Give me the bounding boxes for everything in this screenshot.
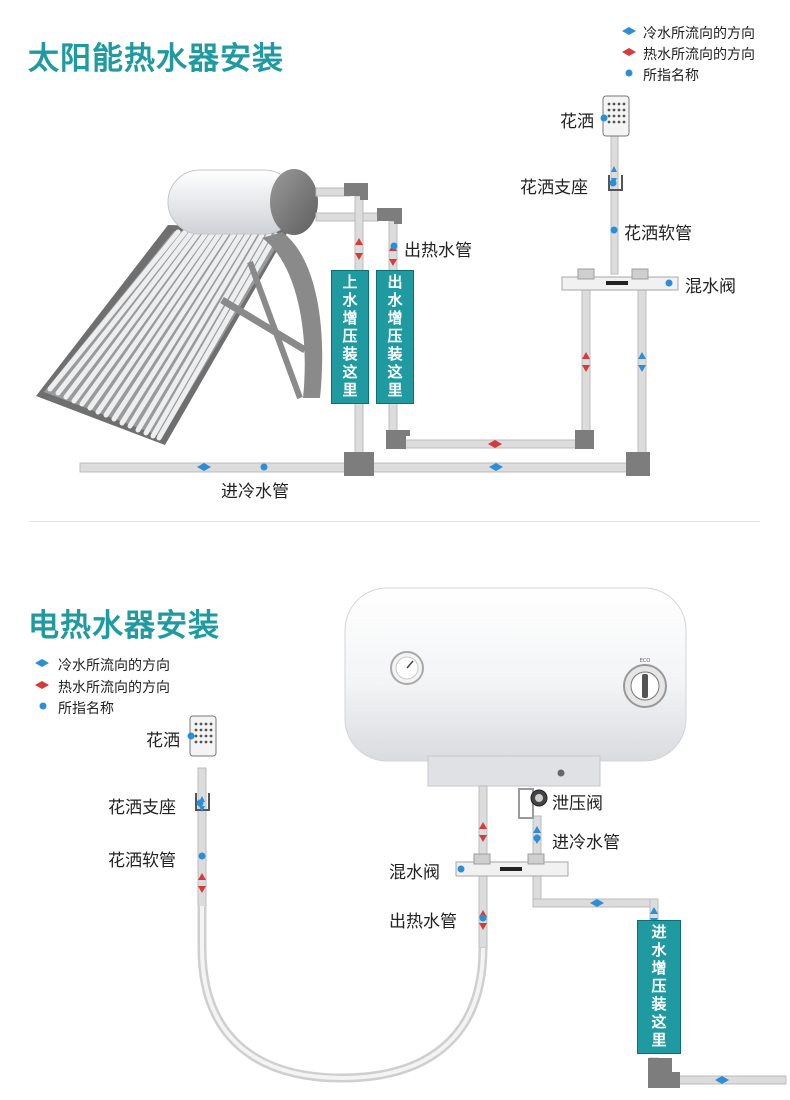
electric-legend-dot: 所指名称 <box>58 701 114 717</box>
electric-inlet-booster-text: 进水增压装这里 <box>649 924 668 1050</box>
electric-legend-icons <box>35 659 49 710</box>
electric-inlet-booster-box: 进水增压装这里 <box>637 920 681 1054</box>
solar-stand <box>262 232 323 398</box>
solar-label-shower-hose: 花洒软管 <box>624 224 692 244</box>
solar-legend-icons <box>622 27 636 77</box>
svg-text:ECO: ECO <box>640 658 651 664</box>
electric-name-dots <box>187 732 541 922</box>
solar-label-hot-out-pipe: 出热水管 <box>404 241 472 261</box>
solar-name-dots <box>260 114 673 471</box>
electric-label-shower-holder: 花洒支座 <box>108 798 176 818</box>
solar-outlet-booster-text: 出水增压装这里 <box>385 274 404 400</box>
solar-legend-cold: 冷水所流向的方向 <box>643 26 755 42</box>
electric-legend-hot: 热水所流向的方向 <box>58 680 170 696</box>
solar-legend-dot: 所指名称 <box>643 68 699 84</box>
solar-label-shower: 花洒 <box>560 112 594 132</box>
electric-pipes <box>197 767 787 1085</box>
solar-label-mixing-valve: 混水阀 <box>685 277 736 297</box>
solar-outlet-booster-box: 出水增压装这里 <box>376 270 414 404</box>
electric-heater: ECO <box>344 587 687 787</box>
solar-mixing-valve <box>561 268 679 291</box>
solar-upper-booster-text: 上水增压装这里 <box>340 274 359 400</box>
solar-label-shower-holder: 花洒支座 <box>520 178 588 198</box>
electric-legend-cold: 冷水所流向的方向 <box>58 658 170 674</box>
inlet-elbow-fitting <box>648 1058 680 1088</box>
electric-label-shower: 花洒 <box>146 731 180 751</box>
solar-tubes <box>47 229 279 441</box>
electric-label-shower-hose: 花洒软管 <box>108 851 176 871</box>
electric-label-relief-valve: 泄压阀 <box>552 794 603 814</box>
electric-label-cold-in-pipe: 进冷水管 <box>552 833 620 853</box>
section-divider <box>30 521 760 522</box>
electric-section-title: 电热水器安装 <box>28 608 220 644</box>
electric-label-hot-out-pipe: 出热水管 <box>389 912 457 932</box>
electric-mixing-valve <box>455 853 569 877</box>
solar-legend-hot: 热水所流向的方向 <box>643 47 755 63</box>
solar-fittings <box>344 183 650 476</box>
electric-label-mixing-valve: 混水阀 <box>389 863 440 883</box>
solar-label-cold-in-pipe: 进冷水管 <box>221 482 289 502</box>
solar-shower-head-icon <box>602 95 630 191</box>
solar-tank-endcap <box>270 169 318 235</box>
solar-upper-booster-box: 上水增压装这里 <box>331 270 369 404</box>
relief-valve-icon <box>518 788 548 819</box>
solar-section-title: 太阳能热水器安装 <box>28 41 284 77</box>
solar-flow-arrows <box>197 166 646 471</box>
solar-heater <box>36 169 323 445</box>
